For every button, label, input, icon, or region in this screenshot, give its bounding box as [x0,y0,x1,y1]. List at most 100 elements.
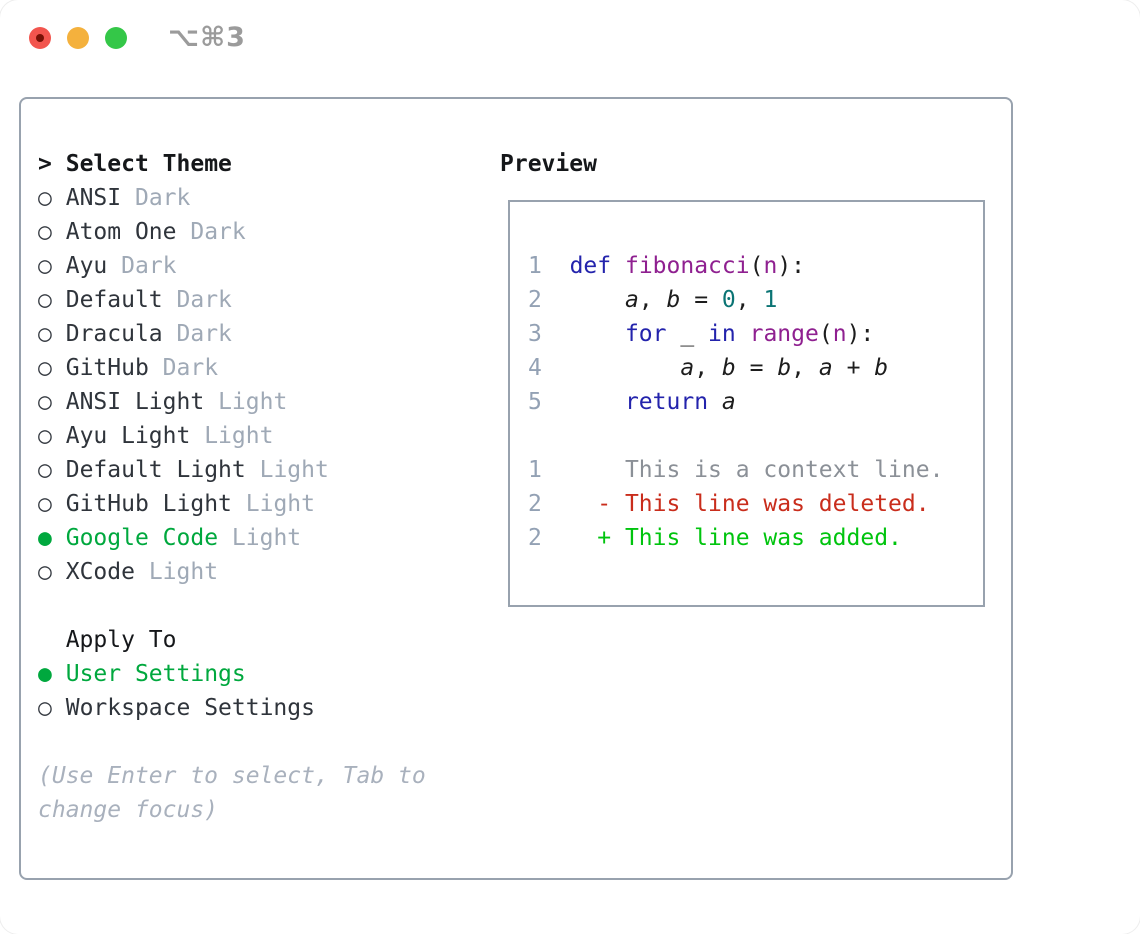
theme-name: Ayu Light [65,423,191,449]
code-line: 1 def fibonacci(n): [528,249,983,283]
theme-option[interactable]: ○ Ayu Dark [38,249,426,283]
code-token: , [791,355,819,381]
code-line: 3 for _ in range(n): [528,317,983,351]
theme-option[interactable]: ○ GitHub Dark [38,351,426,385]
diff-text: This is a context line. [569,457,944,483]
code-token: + [832,355,875,381]
theme-variant: Dark [162,355,219,381]
code-token [708,389,722,415]
theme-option[interactable]: ○ Ayu Light Light [38,419,426,453]
titlebar: ⌥⌘3 [0,0,1140,75]
code-line: 5 return a [528,385,983,419]
theme-name: XCode [65,559,135,585]
theme-option[interactable]: ○ XCode Light [38,555,426,589]
code-token: range [749,321,819,347]
theme-option[interactable]: ○ GitHub Light Light [38,487,426,521]
minimize-button[interactable] [67,26,89,49]
code-token: _ [666,321,709,347]
line-number: 2 [528,287,542,313]
close-button[interactable] [29,26,51,49]
theme-option[interactable]: ○ Default Light Light [38,453,426,487]
select-theme-header: > Select Theme [38,147,426,181]
code-token: b [874,355,889,381]
code-token: a [680,355,695,381]
theme-variant: Light [259,457,329,483]
theme-name: Default [65,287,163,313]
radio-icon: ○ [38,287,52,313]
hint-text-line1: (Use Enter to select, Tab to [38,763,426,789]
code-token: n [832,321,847,347]
theme-option[interactable]: ● Google Code Light [38,521,426,555]
code-token: 0 [721,287,736,313]
maximize-button[interactable] [105,26,127,49]
theme-variant: Dark [176,321,232,347]
radio-icon: ○ [38,389,52,415]
apply-to-option[interactable]: ● User Settings [38,657,426,691]
code-token [570,355,681,381]
theme-name: Ayu [65,253,108,279]
code-token: b [721,355,736,381]
code-token: , [694,355,722,381]
code-token: a [818,355,833,381]
theme-name: ANSI Light [65,389,205,415]
spacer [38,725,426,759]
code-token: a [624,287,639,313]
code-token: for [624,321,667,347]
radio-icon: ○ [38,185,52,211]
line-number: 2 [528,491,542,517]
theme-column: > Select Theme ○ ANSI Dark○ Atom One Dar… [38,147,426,827]
code-token [570,321,625,347]
main-panel: > Select Theme ○ ANSI Dark○ Atom One Dar… [19,97,1013,880]
selected-radio-icon: ● [38,661,52,687]
theme-option[interactable]: ○ Default Dark [38,283,426,317]
code-token: b [666,287,681,313]
apply-to-header: Apply To [38,623,426,657]
radio-icon: ○ [38,423,52,449]
prompt-icon: > [38,151,52,177]
theme-variant: Light [218,389,288,415]
theme-name: Default Light [65,457,246,483]
radio-icon: ○ [38,559,52,585]
traffic-lights [29,26,127,49]
theme-name: GitHub [65,355,149,381]
code-token [570,287,625,313]
radio-icon: ○ [38,253,52,279]
theme-option[interactable]: ○ Atom One Dark [38,215,426,249]
code-token: = [680,287,722,313]
line-number: 4 [528,355,542,381]
code-token: , [735,287,764,313]
radio-icon: ○ [38,219,52,245]
code-token: b [777,355,792,381]
theme-variant: Light [231,525,302,551]
unsaved-dot-icon [36,33,44,42]
code-token: in [708,321,736,347]
code-token: , [638,287,667,313]
theme-option[interactable]: ○ ANSI Light Light [38,385,426,419]
line-number: 2 [528,525,542,551]
line-number: 3 [528,321,542,347]
apply-to-title: Apply To [65,627,177,653]
code-line: 2 a, b = 0, 1 [528,283,983,317]
code-token [570,389,625,415]
theme-variant: Light [245,491,315,517]
theme-variant: Dark [176,287,232,313]
theme-option[interactable]: ○ ANSI Dark [38,181,426,215]
window-title: ⌥⌘3 [168,22,246,53]
theme-name: Dracula [65,321,163,347]
apply-to-option[interactable]: ○ Workspace Settings [38,691,426,725]
diff-line-deleted: 2 - This line was deleted. [528,487,983,521]
radio-icon: ○ [38,491,52,517]
code-token: fibonacci [624,253,750,279]
code-token: a [721,389,736,415]
apply-to-name: User Settings [65,661,246,687]
theme-option[interactable]: ○ Dracula Dark [38,317,426,351]
theme-variant: Light [148,559,219,585]
diff-line-context: 1 This is a context line. [528,453,983,487]
code-token: n [763,253,778,279]
code-token: 1 [763,287,778,313]
code-token: return [624,389,709,415]
code-token: ( [749,253,764,279]
